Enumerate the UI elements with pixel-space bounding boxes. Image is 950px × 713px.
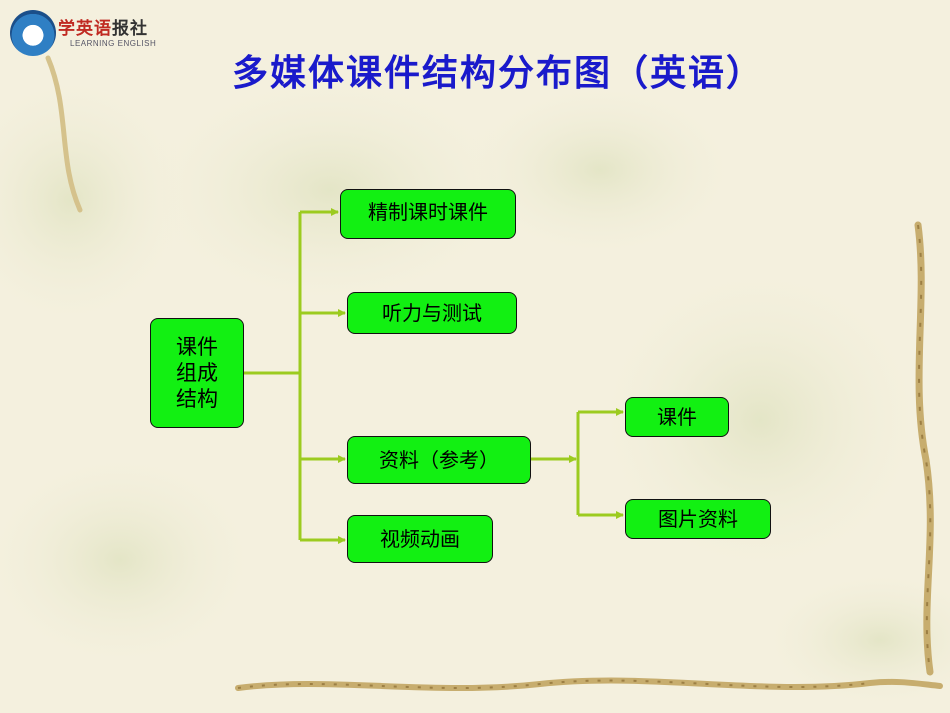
node-video-animation: 视频动画 bbox=[347, 515, 493, 563]
logo-name-paper: 报社 bbox=[112, 19, 148, 39]
node-listening-test: 听力与测试 bbox=[347, 292, 517, 334]
node-lesson-courseware: 精制课时课件 bbox=[340, 189, 516, 239]
logo-english-name: LEARNING ENGLISH bbox=[70, 39, 157, 48]
logo-chinese-name: 学英语报社 bbox=[58, 14, 148, 39]
node-sub-courseware: 课件 bbox=[625, 397, 729, 437]
node-reference-materials: 资料（参考） bbox=[347, 436, 531, 484]
node-sub-image-materials: 图片资料 bbox=[625, 499, 771, 539]
logo-emblem-icon bbox=[10, 10, 56, 56]
page-title: 多媒体课件结构分布图（英语） bbox=[232, 53, 765, 94]
logo-name-main: 学英语 bbox=[58, 19, 112, 39]
root-node-courseware-structure: 课件组成结构 bbox=[150, 318, 244, 428]
publisher-logo: 学英语报社 LEARNING ENGLISH bbox=[10, 6, 156, 56]
